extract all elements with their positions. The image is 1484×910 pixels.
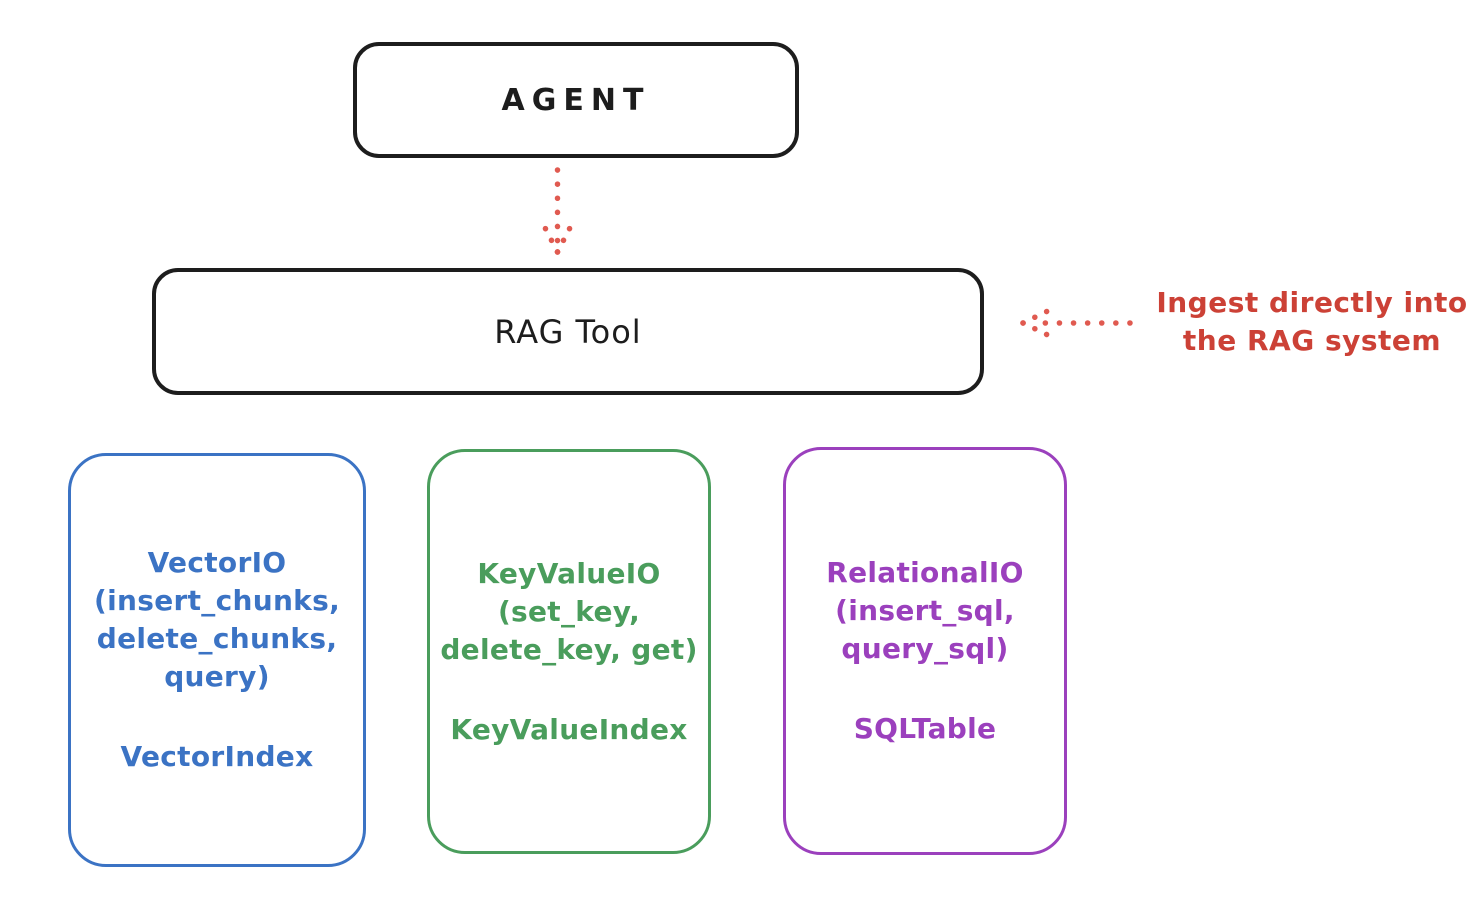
card-line: (insert_chunks, — [94, 584, 340, 617]
card-line: query) — [164, 660, 270, 693]
vectorio-index-label: VectorIndex — [120, 740, 314, 773]
card-line: RelationalIO — [826, 556, 1024, 589]
ingest-annotation-line1: Ingest directly into — [1156, 286, 1468, 319]
agent-label: AGENT — [501, 82, 651, 118]
agent-to-rag-tool-arrow — [537, 167, 578, 255]
relationalio-box: RelationalIO (insert_sql, query_sql) SQL… — [783, 447, 1067, 855]
ingest-annotation-line2: the RAG system — [1182, 324, 1442, 357]
relationalio-index-label: SQLTable — [853, 712, 997, 745]
card-line: KeyValueIO — [477, 556, 661, 590]
keyvalueio-box: KeyValueIO (set_key, delete_key, get) Ke… — [427, 449, 711, 854]
keyvalueio-text: KeyValueIO (set_key, delete_key, get) — [440, 555, 697, 669]
card-line: delete_key, get) — [440, 632, 698, 666]
card-line: VectorIO — [147, 546, 287, 579]
rag-tool-label: RAG Tool — [494, 312, 642, 351]
vectorio-text: VectorIO (insert_chunks, delete_chunks, … — [94, 544, 340, 696]
card-line: query_sql) — [841, 632, 1009, 665]
card-line: (insert_sql, — [835, 594, 1015, 627]
ingest-annotation: Ingest directly into the RAG system — [1140, 284, 1484, 360]
ingest-arrow — [1020, 304, 1133, 342]
vectorio-box: VectorIO (insert_chunks, delete_chunks, … — [68, 453, 366, 867]
agent-box: AGENT — [353, 42, 799, 158]
rag-tool-box: RAG Tool — [152, 268, 984, 395]
card-line: delete_chunks, — [96, 622, 338, 655]
card-line: (set_key, — [497, 594, 641, 628]
relationalio-text: RelationalIO (insert_sql, query_sql) — [826, 554, 1024, 668]
keyvalueio-index-label: KeyValueIndex — [450, 712, 688, 746]
